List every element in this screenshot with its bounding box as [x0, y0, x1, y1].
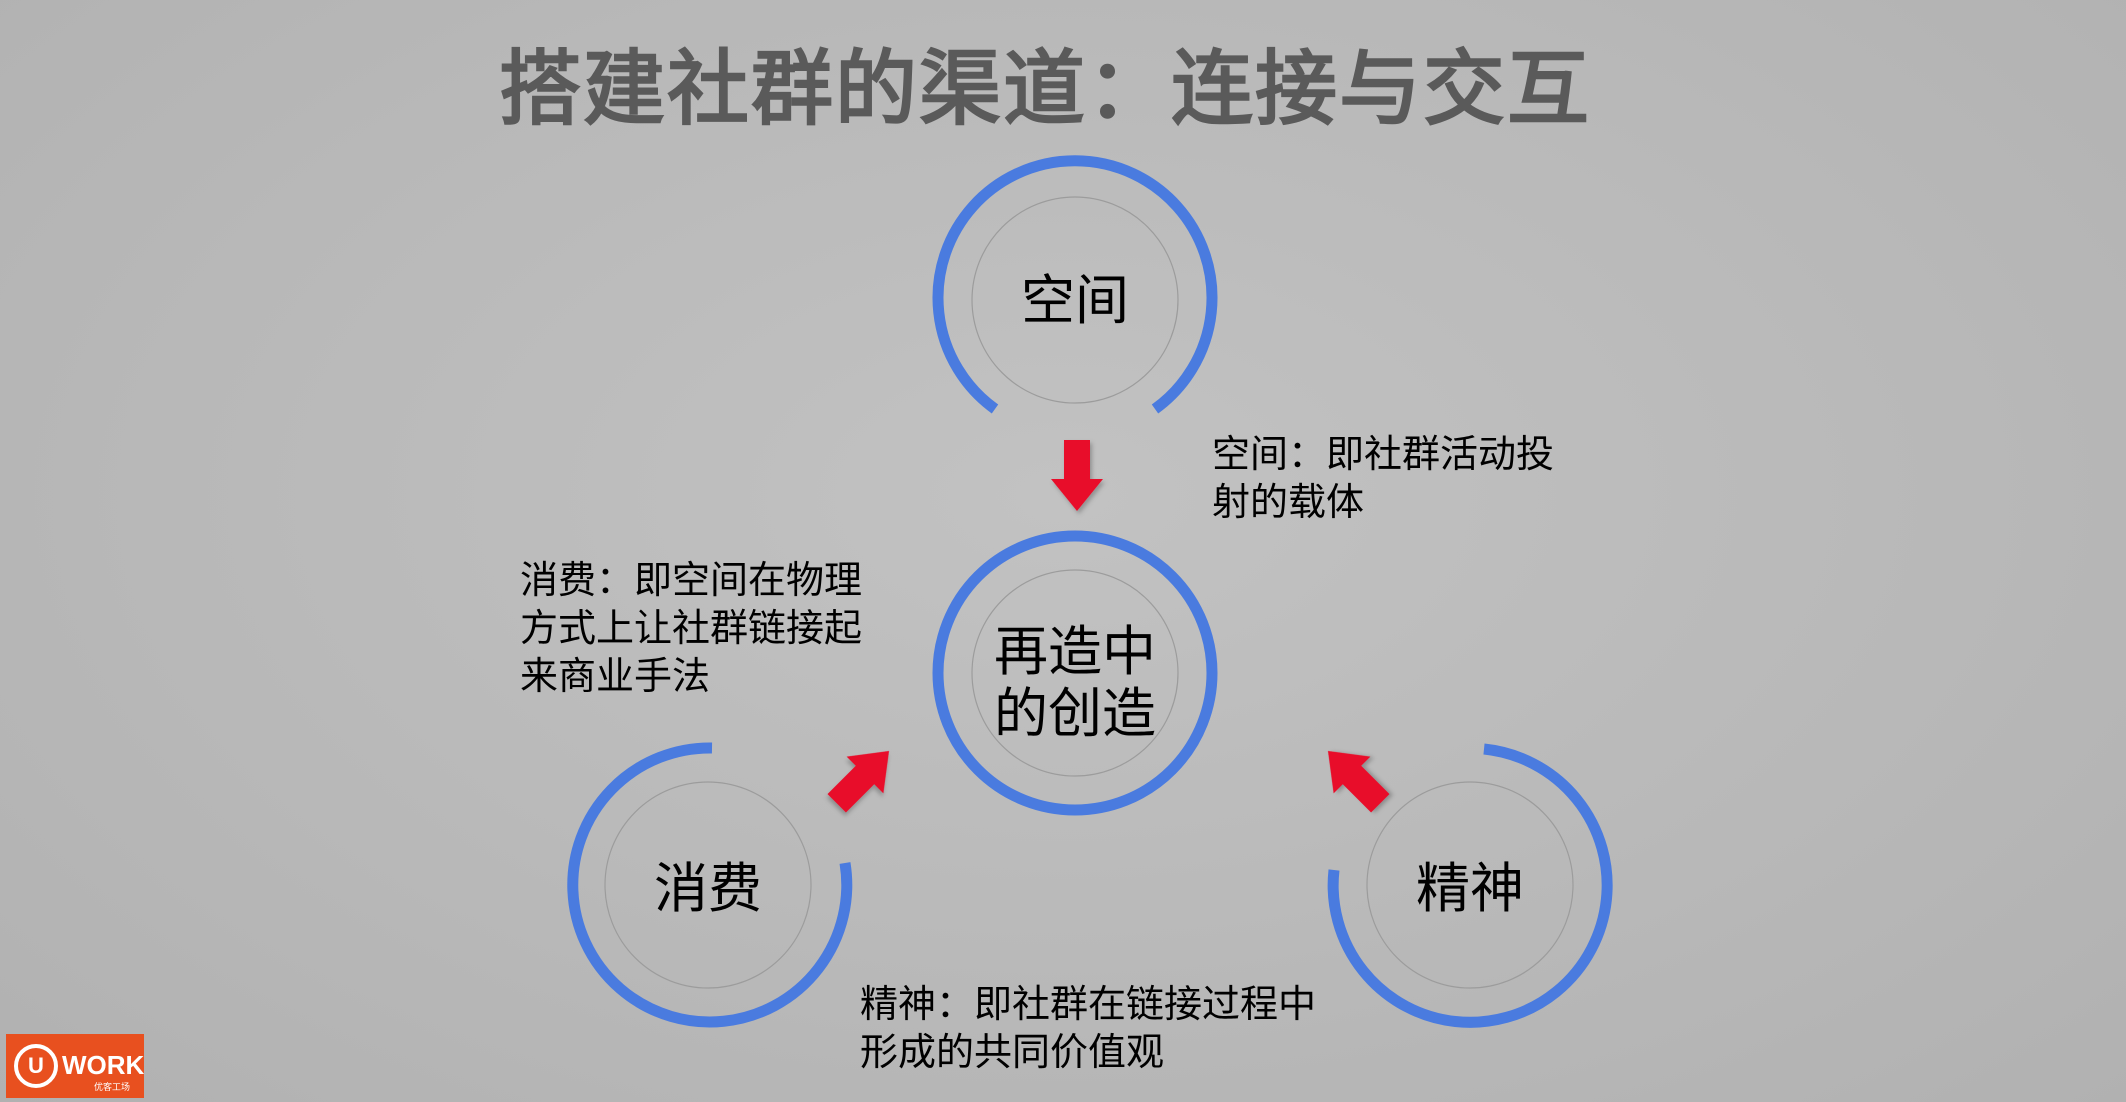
center-label-line2: 的创造: [994, 682, 1156, 745]
logo-subtitle: 优客工场: [94, 1083, 131, 1093]
center-label-line1: 再造中: [994, 620, 1156, 683]
logo-mark: U: [14, 1044, 58, 1088]
consumption-label: 消费: [654, 857, 762, 920]
consumption-description-line: 消费：即空间在物理: [520, 558, 863, 602]
space-label: 空间: [1021, 269, 1129, 332]
space-node: [932, 155, 1218, 414]
consumption-inner-circle: [604, 781, 812, 989]
center-node: [932, 530, 1218, 816]
space-description-line: 射的载体: [1212, 480, 1365, 524]
spirit-ring: [1327, 743, 1613, 1028]
slide-title: 搭建社群的渠道：连接与交互: [498, 42, 1591, 137]
center-label: 再造中 的创造: [975, 621, 1175, 745]
spirit-inner-circle: [1366, 781, 1574, 989]
consumption-description-line: 来商业手法: [520, 654, 711, 698]
center-ring: [932, 530, 1218, 816]
spirit-description: 精神：即社群在链接过程中 形成的共同价值观: [860, 980, 1316, 1076]
arrow-down-icon: [1051, 440, 1103, 511]
spirit-node: [1327, 743, 1613, 1028]
space-description: 空间：即社群活动投 射的载体: [1212, 430, 1554, 526]
spirit-label: 精神: [1416, 857, 1524, 920]
spirit-description-line: 精神：即社群在链接过程中: [860, 982, 1317, 1026]
arrow-up-left-icon: [1327, 750, 1390, 813]
spirit-description-line: 形成的共同价值观: [860, 1030, 1165, 1074]
urwork-logo: U WORK 优客工场: [6, 1034, 144, 1098]
space-description-line: 空间：即社群活动投: [1212, 432, 1555, 476]
arrow-up-right-icon: [827, 750, 890, 813]
consumption-ring: [567, 742, 853, 1028]
center-inner-circle: [971, 569, 1179, 777]
consumption-description: 消费：即空间在物理 方式上让社群链接起 来商业手法: [520, 556, 862, 700]
space-ring: [932, 155, 1218, 414]
consumption-description-line: 方式上让社群链接起: [520, 606, 863, 650]
consumption-node: [567, 742, 853, 1028]
logo-wordmark: WORK: [62, 1050, 145, 1080]
space-inner-circle: [971, 196, 1179, 404]
